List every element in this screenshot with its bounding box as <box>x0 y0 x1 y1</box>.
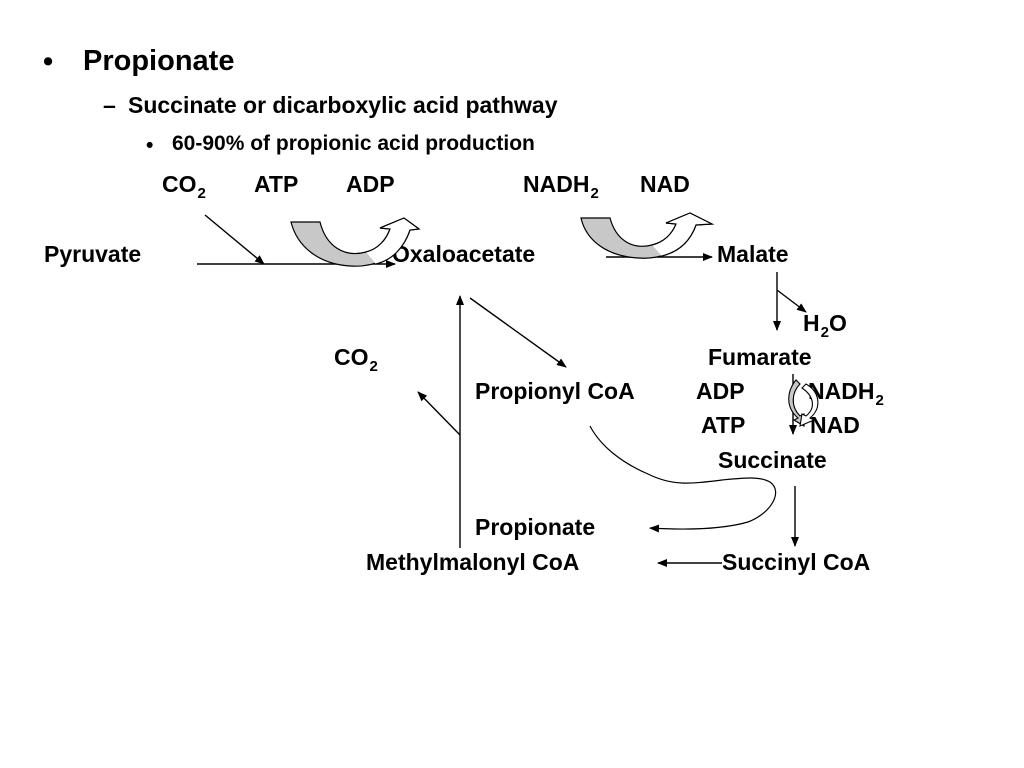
curved-arrow-nadh2-nad-right <box>799 383 819 427</box>
arrow-co2-out <box>417 391 461 436</box>
pyruvate-label: Pyruvate <box>44 241 142 267</box>
nadh2-right-label: NADH2 <box>808 378 884 409</box>
bullet-detail: 60-90% of propionic acid production <box>172 132 535 155</box>
oxaloacetate-label: Oxaloacetate <box>392 241 536 267</box>
nad-top-label: NAD <box>640 171 690 197</box>
arrow-co2-in <box>204 214 265 265</box>
methylmalonyl-coa-label: Methylmalonyl CoA <box>366 549 580 575</box>
atp-right-label: ATP <box>701 412 746 438</box>
bullet-marker-1: • <box>43 46 54 78</box>
propionate-label: Propionate <box>475 514 596 540</box>
fumarate-label: Fumarate <box>708 344 812 370</box>
bullet-title: Propionate <box>83 45 235 77</box>
co2-left-label: CO2 <box>334 344 378 375</box>
curved-arrow-atp-adp-head <box>365 217 421 265</box>
arrow-oxaloacetate-to-propionyl <box>469 297 567 368</box>
succinate-label: Succinate <box>718 447 827 473</box>
adp-right-label: ADP <box>696 378 745 404</box>
nadh2-top-label: NADH2 <box>523 171 599 202</box>
adp-top-label: ADP <box>346 171 395 197</box>
nad-right-label: NAD <box>810 412 860 438</box>
bullet-marker-3: • <box>146 134 154 157</box>
h2o-label: H2O <box>803 310 847 341</box>
arrow-propionyl-to-propionate <box>589 425 777 533</box>
malate-label: Malate <box>717 241 789 267</box>
bullet-subtitle: Succinate or dicarboxylic acid pathway <box>128 92 558 118</box>
curved-arrow-nadh2-nad-head <box>651 212 715 257</box>
co2-top-label: CO2 <box>162 171 206 202</box>
arrow-h2o-out <box>776 289 807 313</box>
propionyl-coa-label: Propionyl CoA <box>475 378 635 404</box>
atp-top-label: ATP <box>254 171 299 197</box>
bullet-marker-2: – <box>103 92 116 118</box>
succinyl-coa-label: Succinyl CoA <box>722 549 871 575</box>
